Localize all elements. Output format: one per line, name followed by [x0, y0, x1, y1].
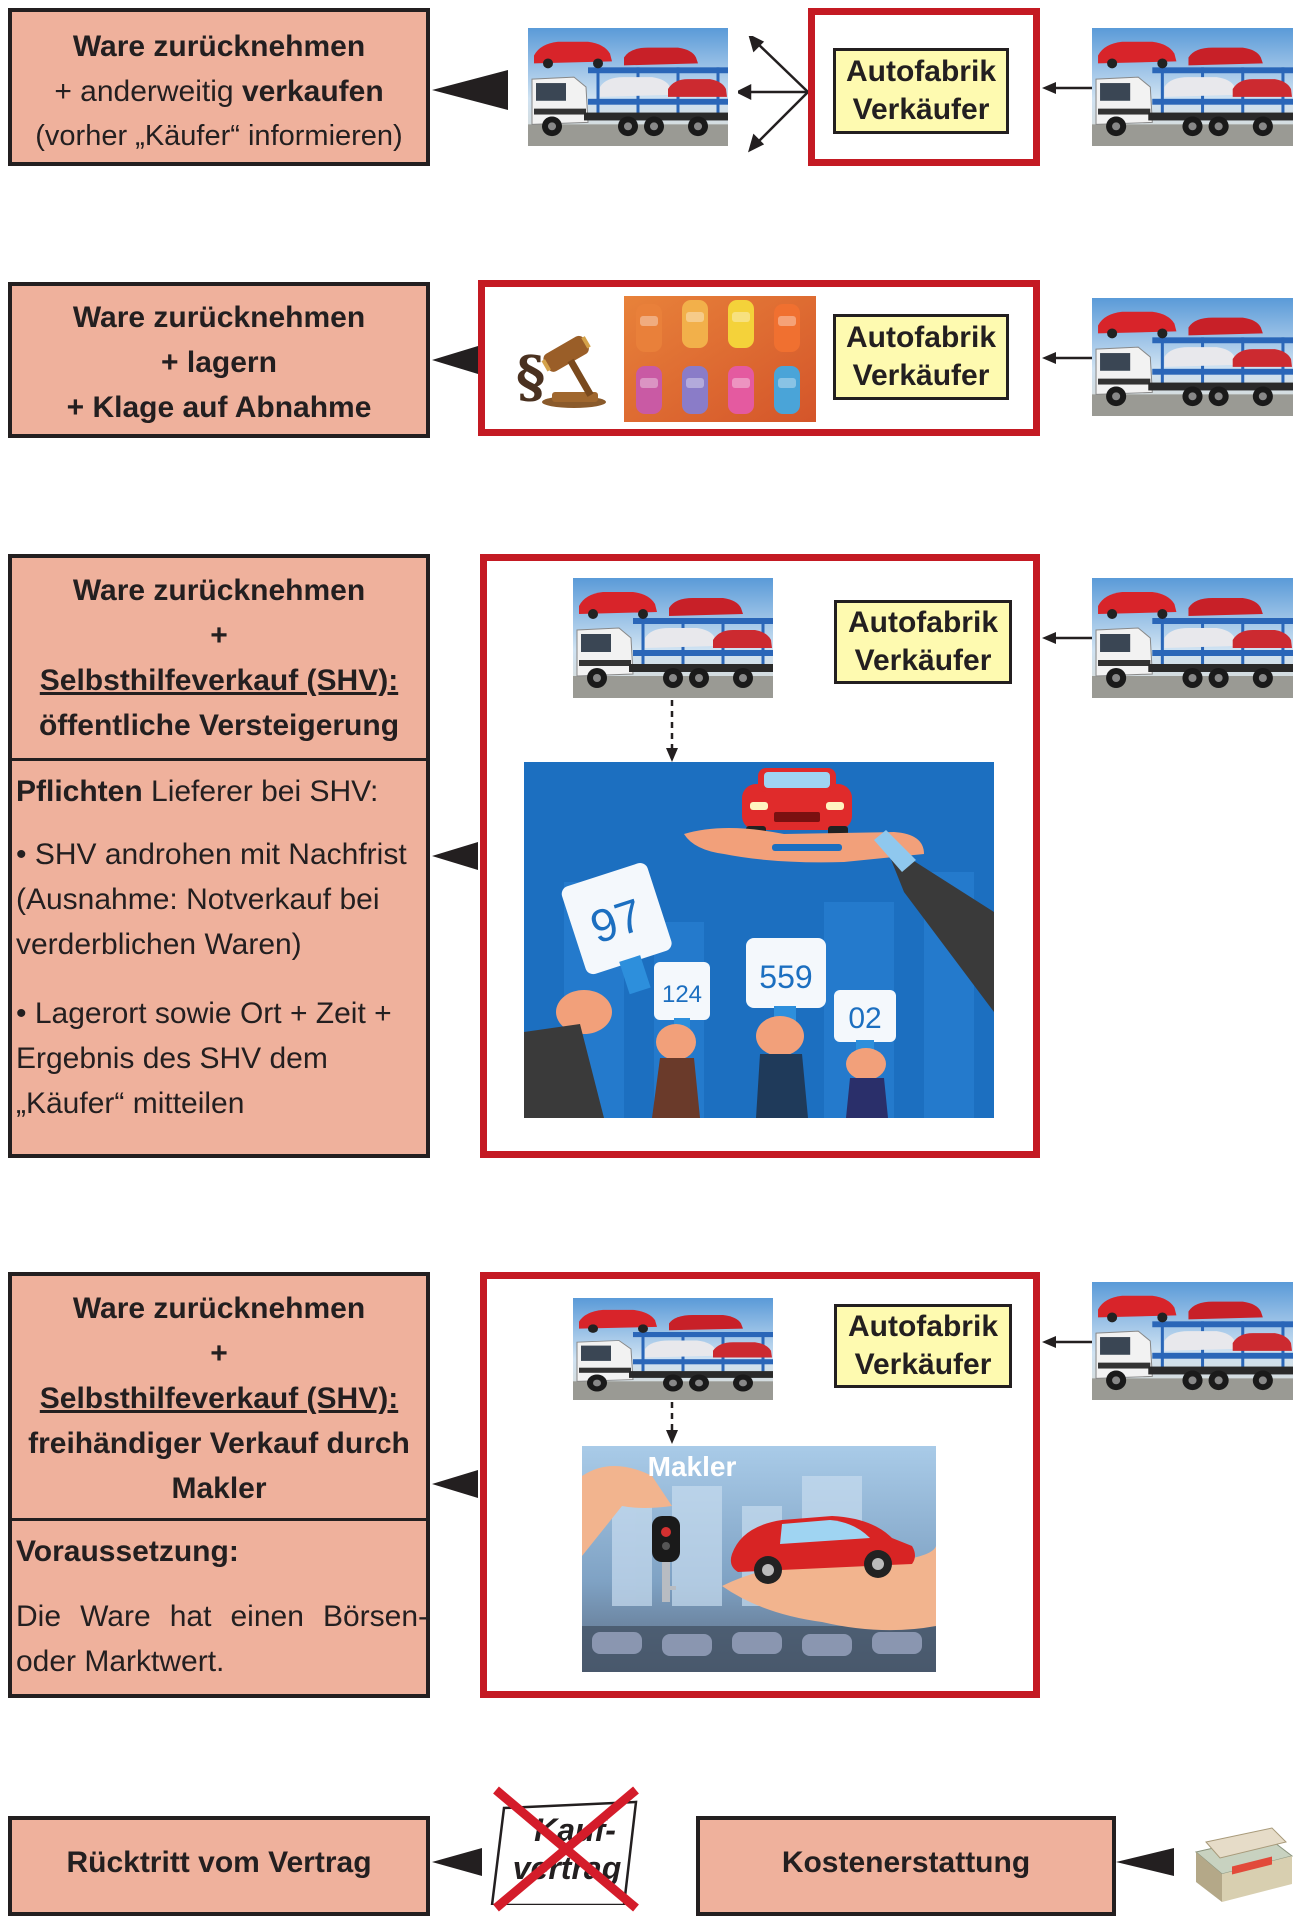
row1-label-line2: Verkäufer	[852, 93, 990, 126]
svg-text:§: §	[516, 344, 545, 410]
cost-refund-text: Kostenerstattung	[781, 1846, 1031, 1879]
row4-box-line2: +	[210, 1337, 228, 1370]
row2-label-line2: Verkäufer	[852, 359, 990, 392]
row3-seller-label: Autofabrik Verkäufer	[834, 600, 1012, 684]
withdrawal-box-text: Rücktritt vom Vertrag	[66, 1846, 372, 1879]
row5-right-pointer	[1116, 1848, 1174, 1876]
parking-lot-cars-image	[624, 296, 816, 422]
row2-seller-label: Autofabrik Verkäufer	[833, 314, 1009, 400]
row3-delivery-truck	[1092, 578, 1293, 698]
row4-seller-label: Autofabrik Verkäufer	[834, 1304, 1012, 1388]
broker-car	[730, 1516, 915, 1584]
row3-duties-rest: Lieferer bei SHV:	[142, 775, 379, 808]
cost-refund-box: Kostenerstattung	[696, 1816, 1116, 1916]
row3-box-divider	[12, 758, 426, 761]
row4-box-line1: Ware zurücknehmen	[72, 1292, 366, 1325]
row1-pointer-arrow	[432, 70, 508, 110]
row3-bullet1: • SHV androhen mit Nachfrist (Ausnahme: …	[16, 838, 407, 961]
row4-truck-image	[573, 1298, 773, 1400]
row2-box-line2: + lagern	[161, 346, 277, 379]
row4-cond-text: Die Ware hat einen Börsen- oder Marktwer…	[16, 1600, 428, 1678]
car-transporter-drawing	[1092, 1282, 1293, 1400]
row2-delivery-truck	[1092, 298, 1293, 416]
row3-duties-bold: Pflichten	[16, 775, 143, 808]
row3-label-line1: Autofabrik	[848, 606, 998, 639]
money-stack-icon	[1194, 1827, 1293, 1902]
row3-dashed-arrow	[666, 700, 678, 762]
cross-out-mark	[493, 1786, 639, 1912]
row1-seller-label: Autofabrik Verkäufer	[833, 48, 1009, 134]
paddle-02: 02	[848, 1002, 881, 1035]
row3-box-line4: öffentliche Versteigerung	[38, 709, 400, 742]
row4-delivery-truck	[1092, 1282, 1293, 1400]
row3-truck-image	[573, 578, 773, 698]
row1-label-line1: Autofabrik	[846, 55, 996, 88]
row1-delivery-truck	[1092, 28, 1293, 146]
row2-action-box: Ware zurücknehmen + lagern + Klage auf A…	[8, 282, 430, 438]
row1-box-line2-plain: + anderweitig	[54, 75, 242, 108]
row1-box-line1: Ware zurücknehmen	[72, 30, 366, 63]
row1-delivery-arrow	[1042, 82, 1092, 94]
car-transporter-drawing	[1092, 28, 1293, 146]
gavel-paragraph-icon: §	[516, 335, 606, 410]
car-transporter-drawing	[1092, 578, 1293, 698]
broker-illustration: Makler	[582, 1446, 936, 1672]
car-transporter-drawing	[573, 1298, 773, 1400]
row3-box-line3: Selbsthilfeverkauf (SHV):	[39, 664, 399, 697]
row3-pointer-arrow	[432, 842, 478, 870]
row2-pointer-arrow	[432, 346, 478, 374]
row3-box-line2: +	[210, 619, 228, 652]
row3-action-box: Ware zurücknehmen + Selbsthilfeverkauf (…	[8, 554, 430, 1158]
row3-label-line2: Verkäufer	[854, 644, 992, 677]
row3-bullet2: • Lagerort sowie Ort + Zeit + Ergebnis d…	[16, 997, 392, 1120]
row3-box-line1: Ware zurücknehmen	[72, 574, 366, 607]
row2-delivery-arrow	[1042, 352, 1092, 364]
auction-illustration: 97 124 559 02	[524, 762, 994, 1118]
row4-action-box: Ware zurücknehmen + Selbsthilfeverkauf (…	[8, 1272, 430, 1698]
row4-cond-title: Voraussetzung:	[16, 1535, 239, 1568]
row4-box-line5: Makler	[171, 1472, 267, 1505]
car-transporter-drawing	[573, 578, 773, 698]
row2-box-line1: Ware zurücknehmen	[72, 301, 366, 334]
car-transporter-drawing	[1092, 298, 1293, 416]
row3-box-header: Ware zurücknehmen + Selbsthilfeverkauf (…	[12, 558, 426, 758]
row1-action-box: Ware zurücknehmen + anderweitig verkaufe…	[8, 8, 430, 166]
row4-dashed-arrow	[666, 1402, 678, 1444]
row1-box-line2-bold: verkaufen	[241, 75, 384, 108]
auction-car	[742, 768, 852, 840]
row1-branch-arrows	[738, 36, 809, 153]
row4-delivery-arrow	[1042, 1336, 1092, 1348]
row3-delivery-arrow	[1042, 632, 1092, 644]
row1-box-line3: (vorher „Käufer“ informieren)	[35, 120, 403, 152]
row4-label-line2: Verkäufer	[854, 1348, 992, 1381]
row4-pointer-arrow	[432, 1470, 478, 1498]
row2-box-line3: + Klage auf Abnahme	[66, 391, 372, 424]
row3-duties-title: Pflichten Lieferer bei SHV:	[12, 761, 426, 814]
row1-truck-image	[528, 28, 728, 146]
paddle-559: 559	[759, 959, 812, 995]
row1-box-line2: + anderweitig verkaufen	[12, 69, 426, 114]
row5-left-pointer	[432, 1848, 482, 1876]
row4-box-divider	[12, 1518, 426, 1521]
car-transporter-drawing	[528, 28, 728, 146]
withdrawal-box: Rücktritt vom Vertrag	[8, 1816, 430, 1916]
makler-label: Makler	[648, 1451, 737, 1482]
paddle-group: 97 124 559 02	[561, 863, 896, 1060]
row4-box-line3: Selbsthilfeverkauf (SHV):	[39, 1382, 399, 1415]
row4-label-line1: Autofabrik	[848, 1310, 998, 1343]
row4-box-header: Ware zurücknehmen + Selbsthilfeverkauf (…	[12, 1276, 426, 1518]
row2-label-line1: Autofabrik	[846, 321, 996, 354]
row4-box-line4: freihändiger Verkauf durch	[28, 1427, 410, 1460]
crossed-contract: Kauf- vertrag	[490, 1786, 640, 1912]
paddle-124: 124	[662, 981, 702, 1008]
